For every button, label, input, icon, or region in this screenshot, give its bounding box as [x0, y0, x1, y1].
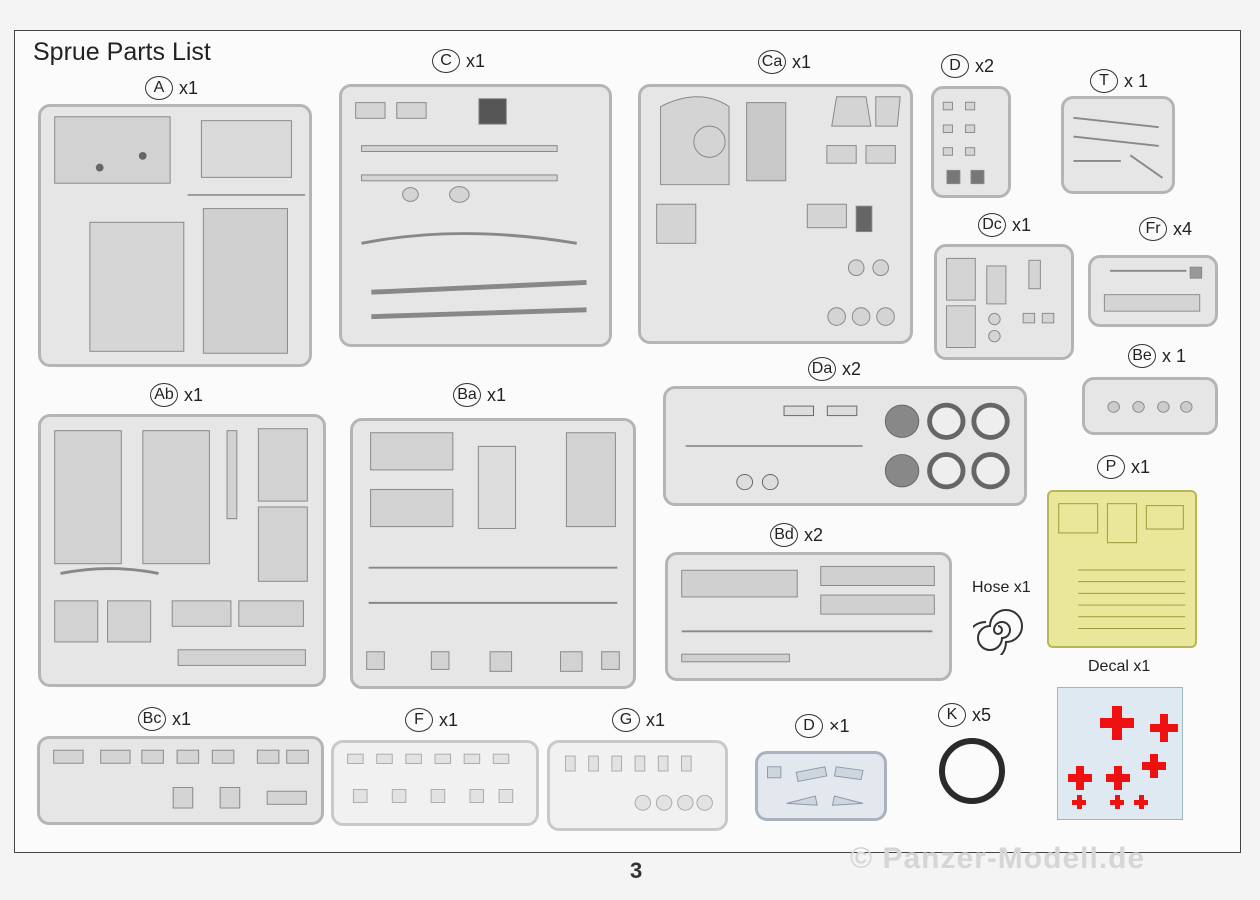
watermark: © Panzer-Modell.de: [850, 842, 1146, 875]
label-sprue-d-bottom: D×1: [795, 714, 850, 738]
sprue-g: [547, 740, 728, 831]
decal-sheet: [1057, 687, 1183, 820]
photo-etch-sheet-p: [1047, 490, 1197, 648]
sprue-ca: [638, 84, 913, 344]
sprue-da: [663, 386, 1027, 506]
sprue-fr: [1088, 255, 1218, 327]
sprue-d-top: [931, 86, 1011, 198]
sprue-d-bottom: [755, 751, 887, 821]
page-number: 3: [630, 858, 643, 883]
sprue-dc: [934, 244, 1074, 360]
sprue-t: [1061, 96, 1175, 194]
page-title: Sprue Parts List: [33, 38, 211, 66]
sprue-f: [331, 740, 539, 826]
sprue-c: [339, 84, 612, 347]
sprue-bc: [37, 736, 324, 825]
hose-label: Hose x1: [972, 579, 1031, 596]
sprue-be: [1082, 377, 1218, 435]
sprue-ab: [38, 414, 326, 687]
decal-label: Decal x1: [1088, 658, 1151, 675]
sprue-ba: [350, 418, 636, 689]
sprue-a: [38, 104, 312, 367]
sprue-bd: [665, 552, 952, 681]
hose-icon: [973, 609, 1023, 655]
ring-part-k: [939, 738, 1005, 804]
